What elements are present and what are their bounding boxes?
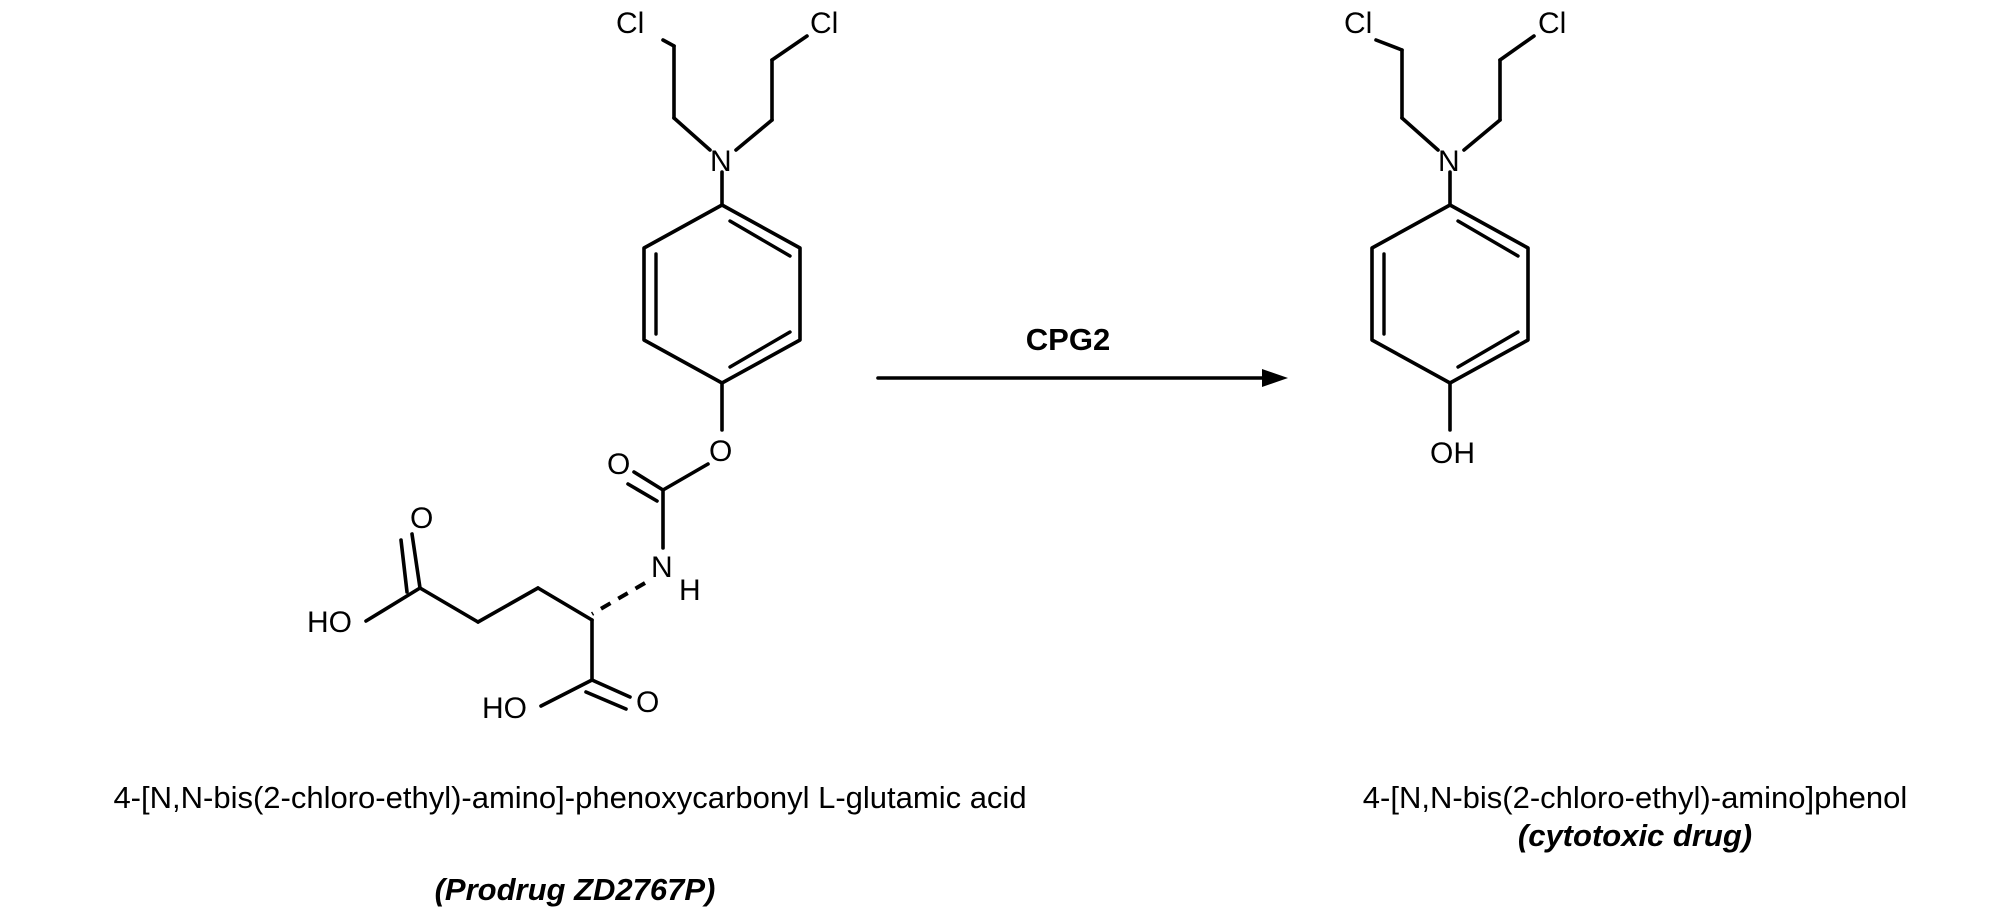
drug-cl-left-label: Cl: [1344, 7, 1372, 40]
prodrug-n-amine-label: N: [710, 145, 732, 178]
prodrug-o-carbonyl-bond: [661, 462, 710, 492]
prodrug-name: 4-[N,N-bis(2-chloro-ethyl)-amino]-phenox…: [113, 780, 1027, 815]
drug-role: (cytotoxic drug): [1517, 818, 1753, 853]
prodrug-cl-left-label: Cl: [616, 7, 644, 40]
prodrug-alpha-ch2-bond: [536, 586, 594, 622]
prodrug-o-ether-label: O: [709, 435, 732, 468]
enzyme-label: CPG2: [1026, 322, 1110, 357]
prodrug-side-chain-oh-bond: [364, 586, 422, 623]
prodrug-h-amide-label: H: [679, 574, 701, 607]
arrow-head: [1262, 369, 1288, 387]
prodrug-hashed-stereo-bond: [590, 581, 647, 616]
drug-oh-label: OH: [1430, 437, 1475, 470]
prodrug-ch2-ch2-bond: [476, 586, 540, 624]
prodrug-ho-acid-left-label: HO: [307, 606, 352, 639]
prodrug-alpha-oh-bond: [539, 678, 594, 708]
drug-structure: Cl Cl N OH: [1344, 7, 1566, 470]
prodrug-o-carbonyl-label: O: [607, 448, 630, 481]
drug-name: 4-[N,N-bis(2-chloro-ethyl)-amino]phenol: [1362, 780, 1908, 815]
prodrug-ch2-cooh-bond: [418, 586, 480, 624]
prodrug-carbonyl-double-bond: [626, 470, 665, 503]
prodrug-cl-right-label: Cl: [810, 7, 838, 40]
drug-benzene-ring: [1370, 203, 1530, 385]
prodrug-o-acid-top-label: O: [410, 502, 433, 535]
prodrug-role: (Prodrug ZD2767P): [434, 872, 716, 907]
drug-cl-right-label: Cl: [1538, 7, 1566, 40]
prodrug-side-chain-carbonyl: [399, 532, 422, 594]
drug-chloroethyl-arms: [1374, 34, 1536, 152]
prodrug-o-acid-bottom-label: O: [636, 686, 659, 719]
prodrug-structure: Cl Cl N O O N H O HO HO O: [307, 7, 838, 725]
prodrug-alpha-carbonyl: [584, 678, 632, 711]
reaction-arrow: CPG2: [876, 322, 1288, 387]
drug-n-amine-label: N: [1438, 145, 1460, 178]
prodrug-chloroethyl-arms: [661, 34, 809, 152]
prodrug-benzene-ring: [642, 203, 802, 385]
prodrug-ho-acid-bottom-label: HO: [482, 692, 527, 725]
prodrug-n-amide-label: N: [651, 551, 673, 584]
